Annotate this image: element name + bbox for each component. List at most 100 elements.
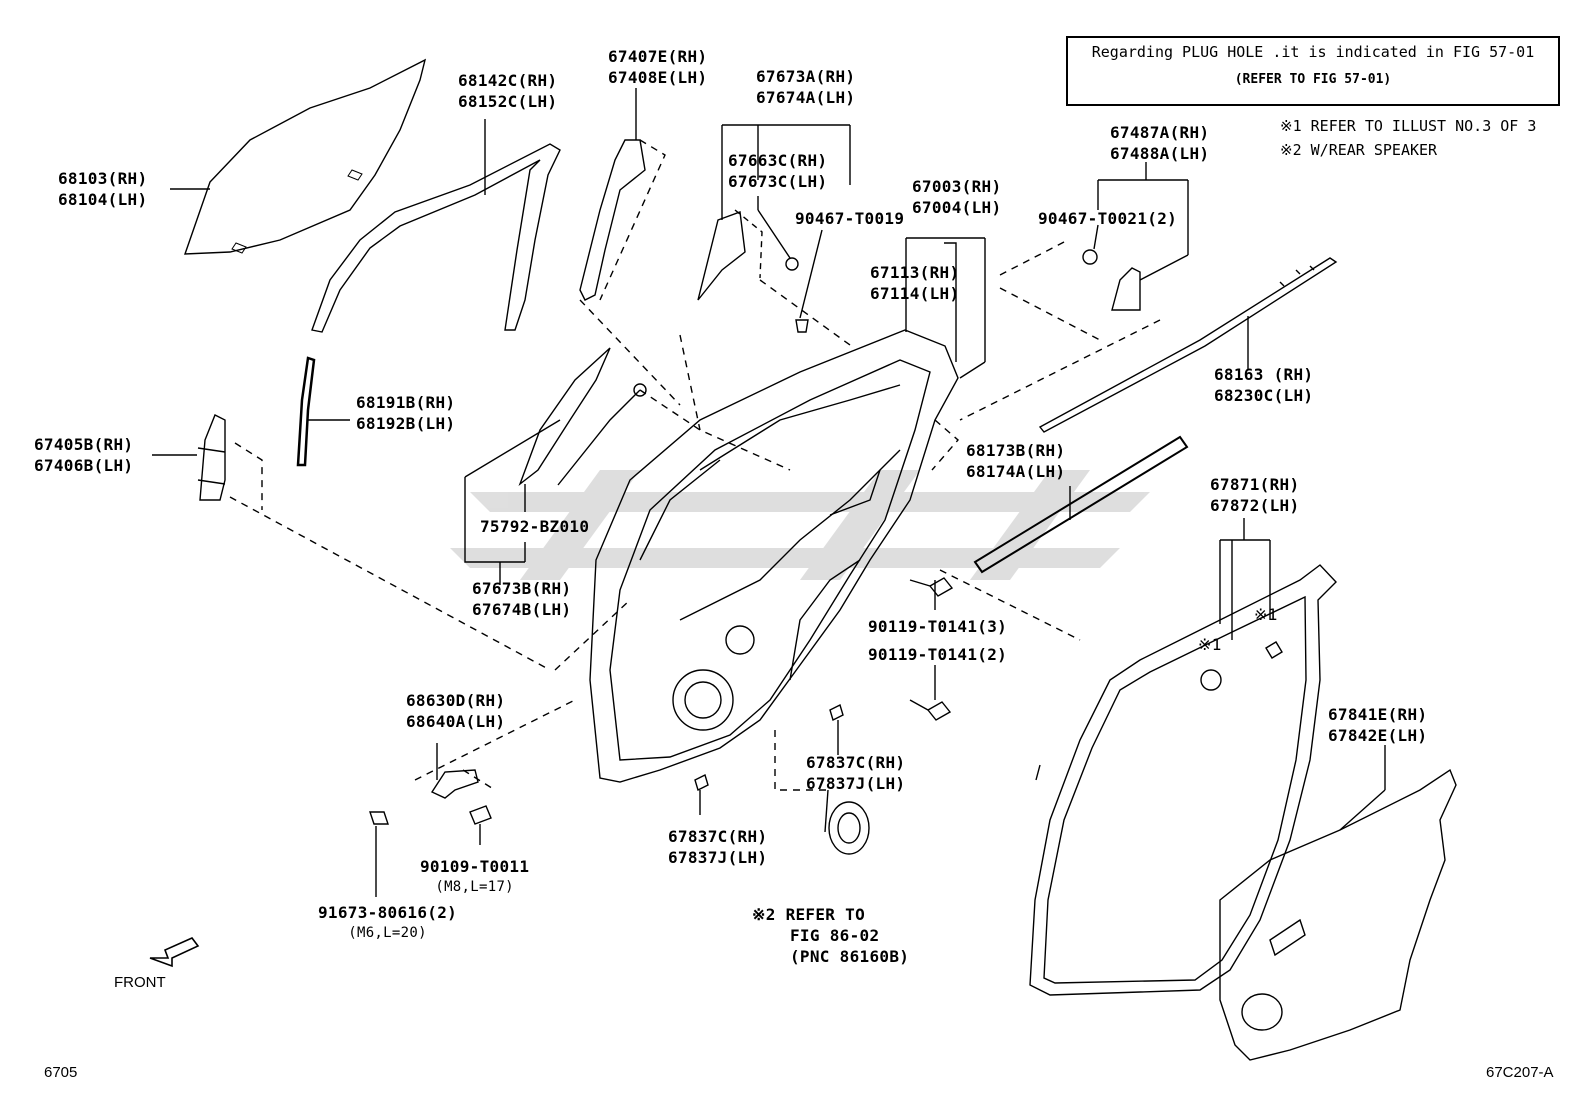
footer-right-code: 67C207-A — [1486, 1064, 1554, 1081]
part-number: 67407E(RH) — [608, 47, 708, 66]
part-number: 67114(LH) — [870, 284, 960, 303]
part-number: 90119-T0141(2) — [868, 645, 1008, 664]
part-label-90467-t0019: 90467-T0019 — [795, 208, 904, 229]
part-number: 90467-T0021(2) — [1038, 209, 1178, 228]
part-label-90467-t0021: 90467-T0021(2) — [1038, 208, 1177, 229]
part-label-68630d: 68630D(RH) 68640A(LH) — [406, 690, 505, 732]
part-number: 68191B(RH) — [356, 393, 456, 412]
channel-shape — [579, 139, 646, 301]
regulator-bracket-shape — [199, 414, 226, 501]
front-label: FRONT — [114, 974, 166, 991]
part-label-90119-2: 90119-T0141(2) — [868, 644, 1007, 665]
legend: ※1 REFER TO ILLUST NO.3 OF 3 ※2 W/REAR S… — [1280, 114, 1536, 162]
part-label-67673b: 67673B(RH) 67674B(LH) — [472, 578, 571, 620]
note-line-2: (REFER TO FIG 57-01) — [1234, 72, 1392, 87]
part-number: 67872(LH) — [1210, 496, 1300, 515]
part-label-67871: 67871(RH) 67872(LH) — [1210, 474, 1299, 516]
part-label-67487a: 67487A(RH) 67488A(LH) — [1110, 122, 1209, 164]
part-number: 67842E(LH) — [1328, 726, 1428, 745]
part-number: 68192B(LH) — [356, 414, 456, 433]
part-number: 67663C(RH) — [728, 151, 828, 170]
molding-shape — [518, 347, 611, 487]
part-spec: (M6,L=20) — [348, 925, 427, 941]
door-glass-shape — [184, 58, 427, 255]
part-number: 67871(RH) — [1210, 475, 1300, 494]
part-label-67837c-lower: 67837C(RH) 67837J(LH) — [668, 826, 767, 868]
belt-molding-shape — [1038, 257, 1338, 433]
part-number: 75792-BZ010 — [480, 517, 590, 536]
plug-hole-note-box: Regarding PLUG HOLE .it is indicated in … — [1066, 36, 1560, 106]
bracket-shape — [697, 211, 746, 301]
part-number: 67837C(RH) — [806, 753, 906, 772]
footer-left-code: 6705 — [44, 1064, 78, 1081]
note-line-1: Regarding PLUG HOLE .it is indicated in … — [1091, 43, 1535, 61]
part-label-67113: 67113(RH) 67114(LH) — [870, 262, 959, 304]
part-number: 67405B(RH) — [34, 435, 134, 454]
part-label-68103: 68103(RH) 68104(LH) — [58, 168, 147, 210]
part-number: 67408E(LH) — [608, 68, 708, 87]
part-label-67407e: 67407E(RH) 67408E(LH) — [608, 46, 707, 88]
front-arrow-icon — [149, 937, 200, 968]
part-number: 67841E(RH) — [1328, 705, 1428, 724]
reference-mark-1a: ※1 — [1198, 635, 1222, 654]
part-label-67663c: 67663C(RH) 67673C(LH) — [728, 150, 827, 192]
reference-text: ※2 REFER TO — [752, 905, 866, 924]
part-number: 68103(RH) — [58, 169, 148, 188]
part-number: 68152C(LH) — [458, 92, 558, 111]
part-number: 68640A(LH) — [406, 712, 506, 731]
part-number: 67406B(LH) — [34, 456, 134, 475]
part-number: 67673C(LH) — [728, 172, 828, 191]
reference-text: FIG 86-02 — [790, 926, 880, 945]
garnish-shape — [1111, 267, 1141, 311]
part-number: 68142C(RH) — [458, 71, 558, 90]
part-number: 67113(RH) — [870, 263, 960, 282]
door-weatherstrip-shape — [1029, 564, 1337, 996]
part-number: 67487A(RH) — [1110, 123, 1210, 142]
part-number: 68163 (RH) — [1214, 365, 1314, 384]
part-number: 68630D(RH) — [406, 691, 506, 710]
watermark — [450, 470, 1150, 580]
part-number: 68174A(LH) — [966, 462, 1066, 481]
part-number: 67673B(RH) — [472, 579, 572, 598]
part-number: 90109-T0011 — [420, 857, 530, 876]
part-number: 67674B(LH) — [472, 600, 572, 619]
reference-text: (PNC 86160B) — [790, 947, 910, 966]
part-number: 67837J(LH) — [668, 848, 768, 867]
part-label-91673: 91673-80616(2) (M6,L=20) — [318, 902, 457, 944]
part-number: 67004(LH) — [912, 198, 1002, 217]
part-label-67405b: 67405B(RH) 67406B(LH) — [34, 434, 133, 476]
glass-run-shape — [311, 143, 561, 333]
part-label-75792: 75792-BZ010 — [480, 516, 589, 537]
reference-mark-1b: ※1 — [1254, 605, 1278, 624]
part-number: 90467-T0019 — [795, 209, 905, 228]
part-label-speaker-ref: ※2 REFER TO FIG 86-02 (PNC 86160B) — [752, 904, 909, 967]
part-number: 68104(LH) — [58, 190, 148, 209]
part-number: 68173B(RH) — [966, 441, 1066, 460]
part-number: 67488A(LH) — [1110, 144, 1210, 163]
part-number: 67837C(RH) — [668, 827, 768, 846]
hinge-shape — [430, 769, 479, 799]
weatherstrip-shape — [296, 356, 316, 467]
part-number: 67003(RH) — [912, 177, 1002, 196]
part-number: 67674A(LH) — [756, 88, 856, 107]
part-number: 67673A(RH) — [756, 67, 856, 86]
part-label-67841e: 67841E(RH) 67842E(LH) — [1328, 704, 1427, 746]
part-label-68191b: 68191B(RH) 68192B(LH) — [356, 392, 455, 434]
part-number: 68230C(LH) — [1214, 386, 1314, 405]
part-label-68142c: 68142C(RH) 68152C(LH) — [458, 70, 557, 112]
part-label-68173b: 68173B(RH) 68174A(LH) — [966, 440, 1065, 482]
part-label-67837c-upper: 67837C(RH) 67837J(LH) — [806, 752, 905, 794]
speaker-shape — [828, 801, 870, 855]
legend-item-1: ※1 REFER TO ILLUST NO.3 OF 3 — [1280, 117, 1537, 135]
legend-item-2: ※2 W/REAR SPEAKER — [1280, 141, 1438, 159]
hole-cover-shape — [1219, 768, 1457, 1061]
part-number: 91673-80616(2) — [318, 903, 458, 922]
part-label-90119-3: 90119-T0141(3) — [868, 616, 1007, 637]
part-label-90109: 90109-T0011 (M8,L=17) — [420, 856, 529, 898]
part-number: 67837J(LH) — [806, 774, 906, 793]
part-label-67003: 67003(RH) 67004(LH) — [912, 176, 1001, 218]
part-number: 90119-T0141(3) — [868, 617, 1008, 636]
part-label-68163: 68163 (RH) 68230C(LH) — [1214, 364, 1313, 406]
